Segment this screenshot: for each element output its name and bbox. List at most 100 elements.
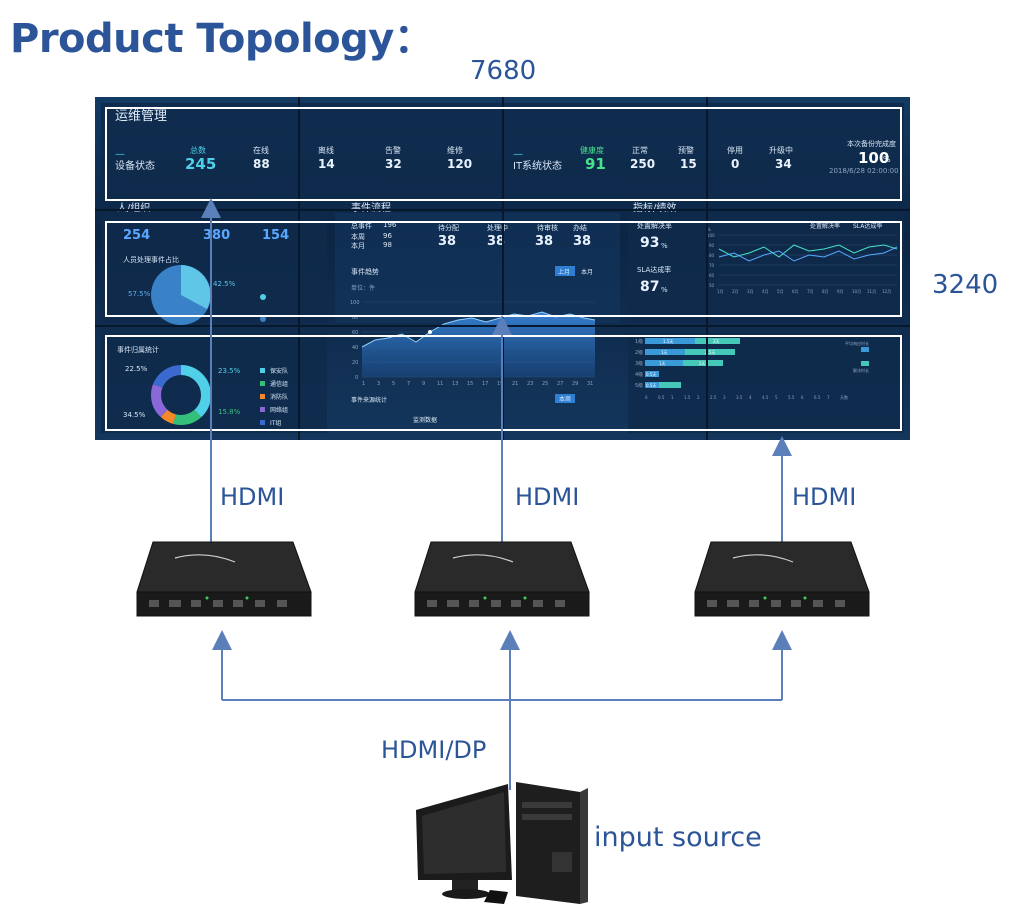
- kpi-y-70: 70: [709, 263, 715, 268]
- output-frame-3: [105, 335, 902, 431]
- kpi-y-50: 50: [709, 283, 715, 288]
- bar-label2-3: 2天: [699, 361, 706, 366]
- trend-unit: 单位：件: [351, 285, 376, 292]
- height-label: 3240: [932, 270, 999, 300]
- kpi-rate2-label: SLA达成率: [637, 266, 672, 274]
- kpi-x-tick: 10月: [852, 289, 861, 294]
- bar-x-tick: 5.5: [788, 395, 795, 400]
- output-frame-1: [105, 107, 902, 201]
- kpi-x-tick: 12月: [882, 289, 891, 294]
- device-offline: 14: [318, 157, 335, 171]
- kpi-legend-1: 处置解决率: [810, 223, 841, 230]
- bar-x-tick: 7: [827, 395, 830, 400]
- device-total-label: 总数: [190, 146, 206, 155]
- it-normal: 250: [630, 157, 656, 171]
- bar-row-2: 2级: [635, 349, 643, 356]
- trend-y-60: 60: [352, 330, 358, 336]
- device-offline-label: 离线: [318, 146, 334, 155]
- trend-x-tick: 31: [587, 381, 593, 387]
- kpi-y-80: 80: [709, 253, 715, 258]
- kpi-x-tick: 1月: [717, 289, 724, 294]
- ring-v3: 34.5%: [123, 411, 146, 419]
- trend-x-tick: 13: [452, 381, 458, 387]
- people-pie: [151, 265, 266, 325]
- people-pie-v1: 57.5%: [128, 290, 151, 298]
- flow-row-week: 本周: [351, 233, 365, 241]
- kpi-y-unit: %: [707, 227, 711, 232]
- hdmi-label-right: HDMI: [792, 483, 857, 511]
- bar-legend-1: 平均响应时长: [845, 340, 869, 346]
- trend-x-tick: 29: [572, 381, 578, 387]
- flow-done: 38: [573, 234, 592, 249]
- bottom-center-label: 监测数据: [413, 417, 438, 424]
- trend-x-tick: 21: [512, 381, 518, 387]
- trend-x-tick: 23: [527, 381, 533, 387]
- kpi-y-90: 90: [709, 243, 715, 248]
- trend-title: 事件趋势: [351, 268, 379, 276]
- trend-x-tick: 9: [422, 381, 425, 387]
- input-source-label: input source: [594, 822, 762, 853]
- trend-tab-last[interactable]: 上月: [558, 269, 571, 276]
- ring-v1: 22.5%: [125, 365, 148, 373]
- bar-label2-1: 2天: [713, 339, 720, 344]
- bar-label-3: 1天: [659, 361, 666, 366]
- trend-x-tick: 19: [497, 381, 503, 387]
- section-people: 人/组织: [117, 199, 150, 214]
- backup-date: 2018/6/28 02:00:00: [829, 167, 899, 175]
- flow-row-week-val: 96: [383, 232, 392, 240]
- kpi-x-tick: 3月: [747, 289, 754, 294]
- trend-tab-this[interactable]: 本月: [581, 269, 594, 276]
- flow-row-month-val: 98: [383, 241, 392, 249]
- trend-x-tick: 7: [407, 381, 410, 387]
- bar-label-4: 0.5天: [646, 372, 656, 377]
- hdmi-label-left: HDMI: [220, 483, 285, 511]
- bar-x-tick: 3.5: [736, 395, 743, 400]
- device-repair: 120: [447, 157, 473, 171]
- flow-review-label: 待审核: [537, 224, 558, 232]
- bar-row-5: 5级: [635, 382, 643, 389]
- backup-value: 100: [858, 149, 890, 167]
- bar-label-5: 0.5天: [646, 383, 656, 388]
- kpi-rate2: 87: [640, 279, 660, 295]
- source-tab[interactable]: 本周: [559, 396, 572, 403]
- ring-legend-5: IT组: [270, 420, 282, 427]
- bar-label-2: 1天: [661, 350, 668, 355]
- bar-x-tick: 3: [723, 395, 726, 400]
- page-title: Product Topology：: [10, 16, 434, 62]
- it-stop: 0: [731, 157, 740, 171]
- people-num-1: 254: [123, 228, 151, 243]
- it-health-label: 健康度: [580, 146, 604, 155]
- kpi-y-100: 100: [707, 233, 715, 238]
- hdmi-label-middle: HDMI: [515, 483, 580, 511]
- ring-legend-2: 通信组: [270, 381, 289, 388]
- device-online-label: 在线: [253, 146, 269, 155]
- section-flow: 事件流程: [351, 199, 391, 214]
- ring-legend-1: 保安队: [270, 368, 289, 375]
- flow-total: 196: [383, 221, 397, 229]
- ring-v4: 15.8%: [218, 408, 241, 416]
- kpi-rate1: 93: [640, 235, 660, 251]
- kpi-rate1-label: 处置解决率: [637, 222, 672, 230]
- bar-x-tick: 天数: [840, 394, 848, 400]
- flow-pending-label: 待分配: [438, 224, 459, 232]
- it-upgrade: 34: [775, 157, 792, 171]
- kpi-x-tick: 8月: [822, 289, 829, 294]
- pc-icon: [416, 782, 588, 904]
- controller-device-3: [694, 541, 870, 617]
- bar-x-tick: 0.5: [658, 395, 665, 400]
- kpi-x-tick: 11月: [867, 289, 876, 294]
- kpi-rate2-unit: %: [661, 286, 668, 294]
- bar-x-tick: 2.5: [710, 395, 717, 400]
- backup-label: 本次备份完成度: [847, 140, 896, 148]
- trend-y-40: 40: [352, 345, 358, 351]
- flow-row-month: 本月: [351, 242, 365, 250]
- people-pie-v2: 42.5%: [213, 280, 236, 288]
- people-pie-title: 人员处理事件占比: [123, 256, 179, 264]
- device-status-label: 设备状态: [115, 161, 155, 172]
- kpi-y-60: 60: [709, 273, 715, 278]
- ring-v2: 23.5%: [218, 367, 241, 375]
- trend-y-100: 100: [350, 300, 360, 306]
